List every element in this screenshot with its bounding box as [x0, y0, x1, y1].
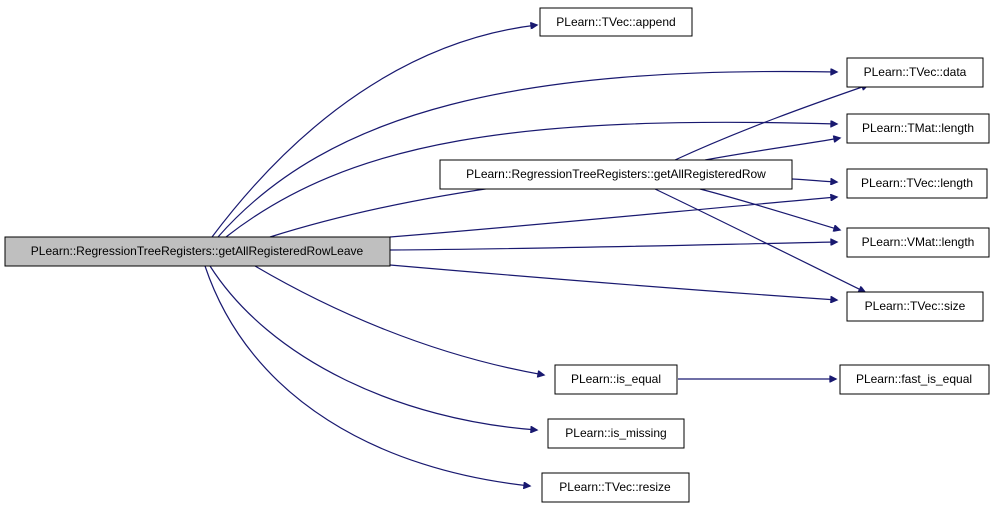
node-getallregisteredrow[interactable]: PLearn::RegressionTreeRegisters::getAllR…	[439, 159, 793, 190]
edge-root-to-tvec-append	[211, 25, 537, 238]
node-tmat-length-label: PLearn::TMat::length	[862, 121, 974, 135]
node-tvec-append[interactable]: PLearn::TVec::append	[539, 7, 693, 37]
node-is-missing-label: PLearn::is_missing	[565, 426, 666, 440]
node-vmat-length-label: PLearn::VMat::length	[862, 235, 975, 249]
node-tmat-length[interactable]: PLearn::TMat::length	[846, 113, 990, 144]
edge-root-to-vmat-length	[389, 242, 837, 251]
node-root-label: PLearn::RegressionTreeRegisters::getAllR…	[31, 244, 364, 258]
edge-getallregisteredrow-to-tvec-size	[654, 188, 865, 292]
edge-root-to-tvec-length	[389, 197, 837, 238]
edge-getallregisteredrow-to-tvec-data	[674, 85, 868, 161]
node-tvec-append-label: PLearn::TVec::append	[556, 15, 675, 29]
node-fast-is-equal[interactable]: PLearn::fast_is_equal	[839, 364, 990, 395]
edge-getallregisteredrow-to-vmat-length	[699, 188, 840, 230]
edge-root-to-getallregisteredrow	[269, 182, 537, 238]
edge-getallregisteredrow-to-tmat-length	[704, 138, 840, 161]
edge-root-to-tvec-resize	[204, 265, 530, 486]
node-root[interactable]: PLearn::RegressionTreeRegisters::getAllR…	[4, 236, 391, 267]
node-tvec-resize[interactable]: PLearn::TVec::resize	[541, 472, 690, 503]
node-getallregisteredrow-label: PLearn::RegressionTreeRegisters::getAllR…	[466, 167, 766, 181]
node-tvec-size-label: PLearn::TVec::size	[865, 299, 966, 313]
node-vmat-length[interactable]: PLearn::VMat::length	[846, 227, 990, 258]
node-tvec-length-label: PLearn::TVec::length	[861, 176, 973, 190]
edge-root-to-is-missing	[209, 265, 537, 430]
node-is-equal-label: PLearn::is_equal	[571, 372, 661, 386]
edge-root-to-tmat-length	[225, 122, 837, 238]
edge-root-to-tvec-size	[389, 264, 837, 300]
node-fast-is-equal-label: PLearn::fast_is_equal	[856, 372, 972, 386]
edge-getallregisteredrow-to-tvec-length	[791, 179, 837, 182]
node-is-missing[interactable]: PLearn::is_missing	[547, 418, 685, 449]
node-tvec-size[interactable]: PLearn::TVec::size	[846, 291, 984, 322]
node-tvec-resize-label: PLearn::TVec::resize	[559, 480, 671, 494]
node-tvec-length[interactable]: PLearn::TVec::length	[846, 168, 988, 199]
edge-root-to-tvec-data	[217, 71, 837, 238]
edge-root-to-is-equal	[254, 265, 544, 375]
node-tvec-data-label: PLearn::TVec::data	[864, 65, 967, 79]
node-is-equal[interactable]: PLearn::is_equal	[554, 364, 678, 395]
node-tvec-data[interactable]: PLearn::TVec::data	[846, 57, 984, 88]
